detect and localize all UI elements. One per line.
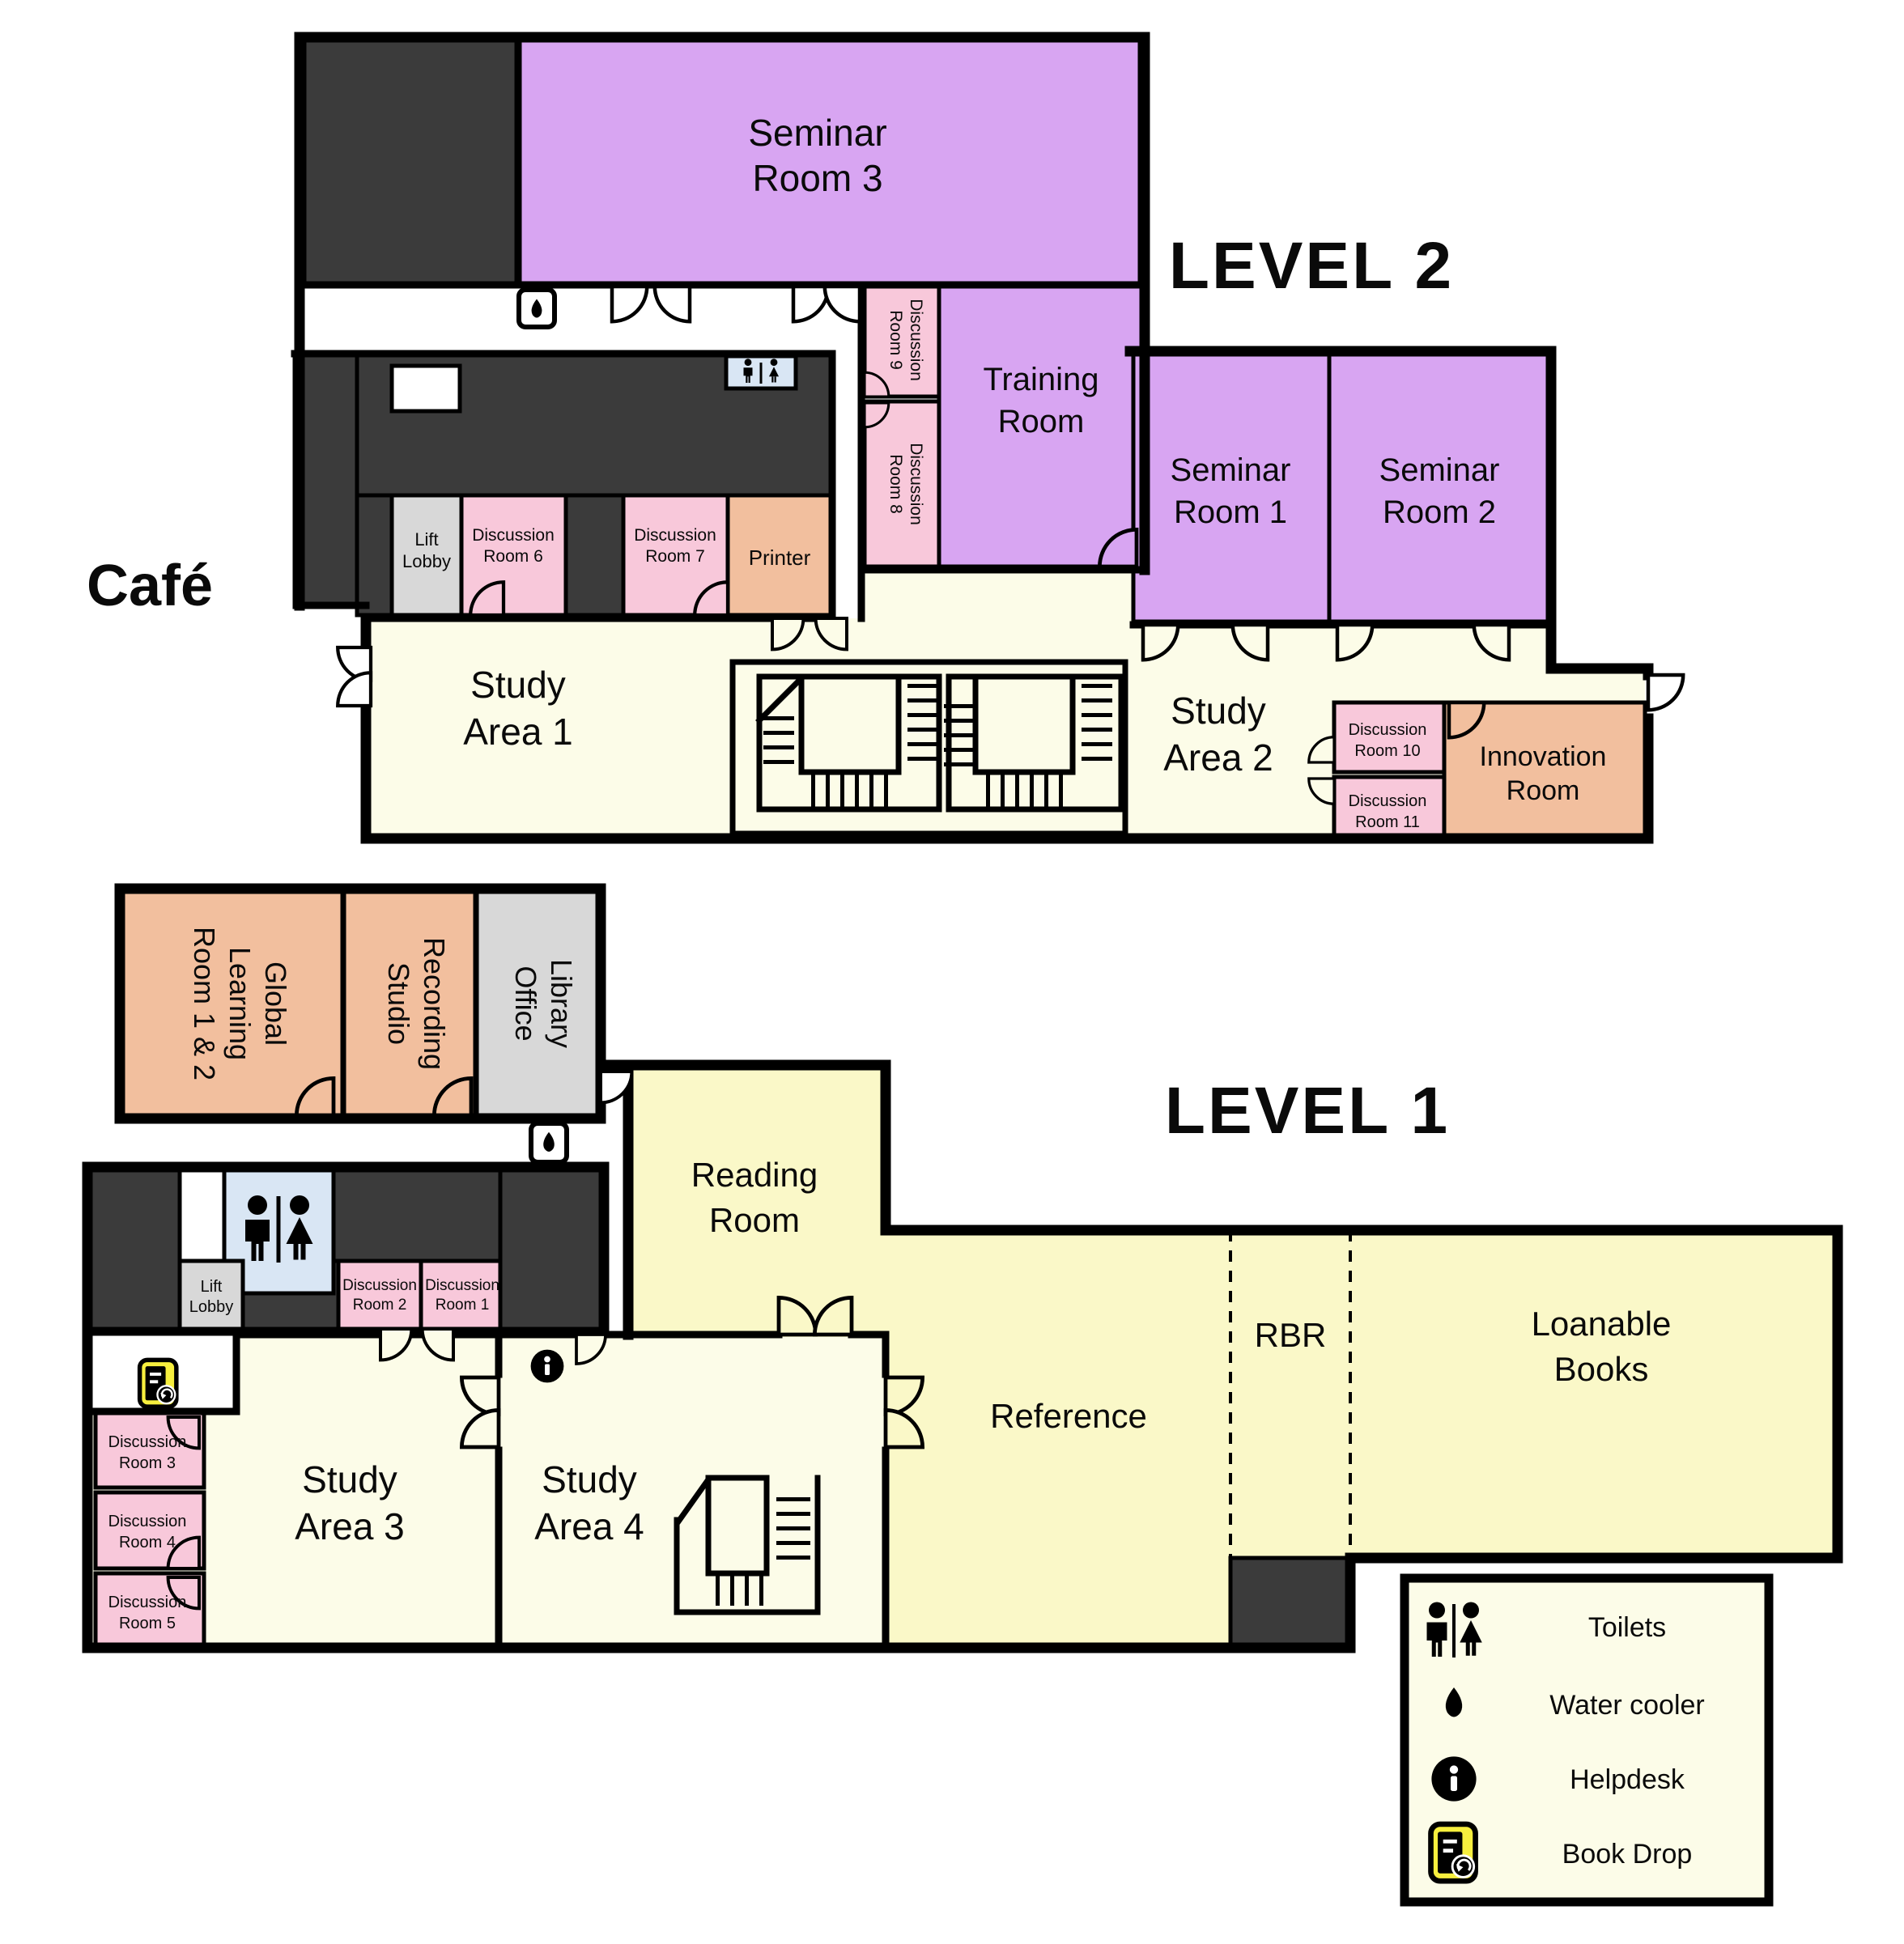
room-label-printer: Printer — [749, 545, 811, 570]
level-1-title: LEVEL 1 — [1165, 1074, 1450, 1148]
helpdesk-icon — [530, 1349, 564, 1383]
walls-level2 — [291, 32, 1654, 844]
stairwell-level1 — [674, 1475, 821, 1615]
legend-label-toilets: Toilets — [1588, 1612, 1666, 1643]
helpdesk-icon — [1431, 1756, 1477, 1802]
legend: Toilets Water cooler Helpdesk Book Drop — [1400, 1573, 1774, 1907]
water-cooler-icon — [529, 1121, 569, 1165]
room-discussion-2 — [336, 1259, 423, 1331]
level-2-title: LEVEL 2 — [1169, 229, 1454, 303]
map-icons — [140, 287, 780, 1407]
legend-label-water-cooler: Water cooler — [1549, 1690, 1704, 1721]
room-recording-studio — [341, 889, 478, 1118]
room-label-rbr: RBR — [1255, 1316, 1327, 1354]
cafe-label: Café — [87, 554, 213, 618]
level2-floor — [371, 570, 1645, 835]
legend-label-book-drop: Book Drop — [1562, 1839, 1693, 1870]
room-label-reference: Reference — [990, 1397, 1147, 1435]
walls-level1 — [82, 883, 1843, 1653]
study-floor-level1 — [87, 1335, 886, 1648]
collection-floor — [886, 1230, 1838, 1648]
room-label-global-learning: GlobalLearningRoom 1 & 2 — [188, 927, 292, 1080]
study-floor-level2 — [371, 570, 1645, 835]
toilets-icon — [1426, 1602, 1482, 1657]
room-label-recording-studio: RecordingStudio — [382, 937, 451, 1070]
toilets-icon — [245, 1195, 313, 1263]
room-printer — [725, 493, 835, 618]
water-cooler-icon — [516, 287, 557, 329]
room-discussion-1 — [419, 1259, 503, 1331]
room-label-discussion-9: DiscussionRoom 9 — [886, 299, 925, 381]
level1-floor — [87, 1065, 1838, 1648]
room-discussion-10 — [1332, 700, 1447, 775]
room-seminar-2 — [1327, 349, 1552, 624]
legend-label-helpdesk: Helpdesk — [1570, 1764, 1685, 1795]
book-drop-icon — [140, 1360, 176, 1407]
room-reading-room — [628, 1065, 886, 1337]
toilets-icon — [743, 359, 780, 384]
room-label-discussion-8: DiscussionRoom 8 — [886, 443, 925, 525]
book-drop-icon — [1431, 1824, 1476, 1881]
room-seminar-1 — [1131, 349, 1332, 624]
room-label-library-office: LibraryOffice — [509, 959, 578, 1048]
